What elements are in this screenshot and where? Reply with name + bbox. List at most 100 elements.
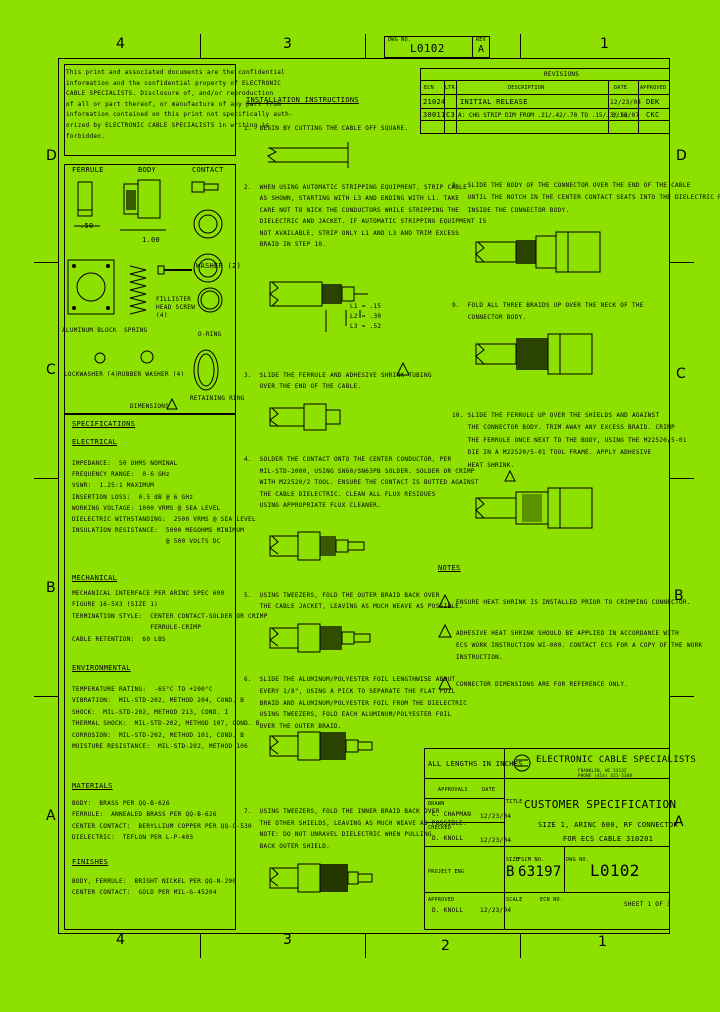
revisions-table [420, 68, 670, 134]
warning-triangle-icon [438, 593, 452, 608]
strip-dimensions: L1 = .15 L2 = .30 L3 = .52 [350, 303, 382, 330]
part-screw-drawing [157, 265, 192, 275]
checked-date: 12/23/04 [480, 837, 512, 844]
step-6: 6. SLIDE THE ALUMINUM/POLYESTER FOIL LEN… [244, 676, 468, 731]
step-10-drawing [475, 487, 593, 529]
environmental-specs: TEMPERATURE RATING: -65°C TO +200°C VIBR… [72, 686, 260, 751]
notes-title: NOTES [438, 564, 461, 572]
mechanical-title: MECHANICAL [72, 574, 118, 582]
size-value: B [506, 864, 515, 880]
company-logo-icon [513, 754, 531, 772]
step-1: 1. BEGIN BY CUTTING THE CABLE OFF SQUARE… [244, 125, 409, 132]
divider [504, 748, 505, 930]
top-dwg-number: L0102 [410, 42, 445, 55]
zone-bottom-3: 3 [283, 932, 292, 948]
confidential-box [64, 64, 236, 156]
title-label: TITLE [506, 799, 523, 805]
divider [420, 94, 670, 95]
zone-tick [365, 34, 366, 58]
zone-left-a: A [46, 808, 56, 824]
divider [420, 108, 670, 109]
zone-tick [34, 262, 58, 263]
warning-triangle-icon [166, 397, 178, 410]
materials-title: MATERIALS [72, 782, 113, 790]
part-retaining-ring-label: RETAINING RING [190, 395, 245, 402]
warning-triangle-icon [504, 469, 516, 482]
rev-row2-ecn: 30011 [423, 111, 446, 119]
divider [424, 778, 670, 779]
drawing-subtitle: SIZE 1, ARINC 600, RF CONNECTOR FOR ECS … [538, 821, 678, 843]
warning-triangle-icon [396, 361, 410, 376]
divider [564, 846, 565, 892]
part-aluminum-block-label: ALUMINUM BLOCK [62, 327, 117, 334]
step-7-drawing [269, 863, 373, 893]
part-ferrule-label: FERRULE [72, 166, 104, 174]
zone-tick [200, 934, 201, 958]
part-body-dim: 1.00 [142, 236, 161, 244]
project-eng-label: PROJECT ENG [428, 869, 465, 875]
part-lockwasher-drawing [94, 352, 106, 364]
divider [420, 80, 670, 81]
zone-tick [520, 34, 521, 58]
part-ferrule-drawing [74, 181, 100, 227]
zone-top-3: 3 [283, 36, 292, 52]
step-6-drawing [269, 731, 373, 761]
materials-specs: BODY: BRASS PER QQ-B-626 FERRULE: ANNEAL… [72, 800, 252, 842]
revisions-title: REVISIONS [544, 71, 580, 78]
part-spring-label: SPRING [124, 327, 148, 334]
part-rubber-washer-drawing [140, 350, 154, 364]
part-washer-label: WASHER (2) [196, 262, 242, 270]
note-2: ADHESIVE HEAT SHRINK SHOULD BE APPLIED I… [456, 630, 703, 661]
specifications-title: SPECIFICATIONS [72, 420, 136, 428]
zone-tick [520, 934, 521, 958]
zone-right-d: D [676, 148, 687, 164]
zone-right-c: C [676, 366, 686, 382]
divider [608, 80, 609, 134]
rev-header-description: DESCRIPTION [508, 85, 545, 91]
sheet-number: SHEET 1 OF 3 [624, 901, 671, 908]
part-body-drawing [120, 179, 166, 231]
step-9-drawing [475, 333, 593, 375]
zone-tick [670, 262, 694, 263]
rev-row2-ltr: C3 [446, 111, 456, 119]
part-spring-drawing [129, 265, 147, 315]
rev-header-date: DATE [614, 85, 628, 91]
zone-left-b: B [46, 580, 56, 596]
divider [424, 892, 670, 893]
rev-header-ecn: ECN [424, 85, 434, 91]
fscm-value: 63197 [518, 864, 562, 880]
step-7: 7. USING TWEEZERS, FOLD THE INNER BRAID … [244, 808, 468, 850]
finishes-specs: BODY, FERRULE: BRIGHT NICKEL PER QQ-N-29… [72, 878, 237, 897]
step-8-drawing [475, 231, 601, 273]
divider [456, 80, 457, 134]
title-block [424, 748, 670, 930]
part-ferrule-dim: .50 [80, 222, 94, 230]
part-lockwasher-label: LOCKWASHER (4) [64, 371, 119, 378]
zone-top-4: 4 [116, 36, 125, 52]
dwg-no-label: DWG NO. [566, 857, 590, 863]
drawn-by: C. CHAPMAN [432, 811, 472, 818]
checked-by: D. KNOLL [432, 835, 464, 842]
company-address: FRANKLIN, WI 53132 PHONE (414) 421-5300 [578, 768, 633, 778]
approved-by: D. KNOLL [432, 907, 464, 914]
step-5: 5. USING TWEEZERS, FOLD THE OUTER BRAID … [244, 592, 464, 611]
dwg-no-value: L0102 [590, 861, 640, 880]
zone-tick [34, 696, 58, 697]
drawn-label: DRAWN [428, 801, 445, 807]
step-9: 9. FOLD ALL THREE BRAIDS UP OVER THE NEC… [452, 302, 644, 321]
divider [420, 120, 670, 121]
zone-tick [670, 696, 694, 697]
divider [424, 846, 670, 847]
zone-right-b: B [674, 588, 684, 604]
rev-row2-approved: CKC [646, 111, 660, 119]
zone-bottom-1: 1 [598, 934, 607, 950]
step-2-drawing [269, 281, 368, 332]
size-label: SIZE [506, 857, 520, 863]
top-rev-label: REV [476, 37, 486, 43]
zone-bottom-4: 4 [116, 932, 125, 948]
drawn-date: 12/23/04 [480, 813, 512, 820]
step-4-drawing [269, 531, 365, 561]
part-flush-screw-label: FILLISTER HEAD SCREW (4) [156, 296, 196, 319]
divider [638, 80, 639, 134]
warning-triangle-icon [438, 675, 452, 690]
